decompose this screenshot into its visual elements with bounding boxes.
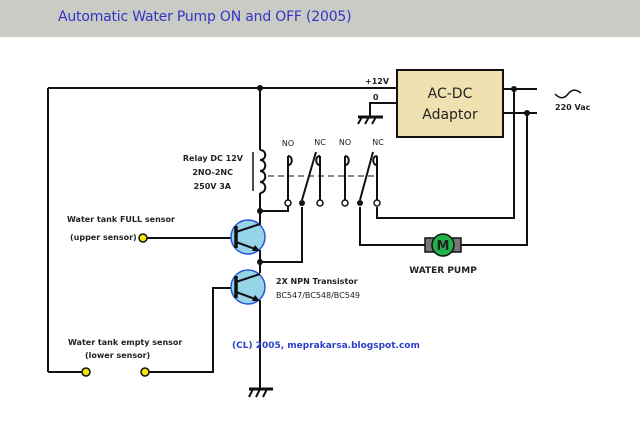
relay-contact-set-1 — [287, 151, 321, 201]
junction-dot — [524, 110, 530, 116]
ac-dc-adaptor — [396, 69, 504, 138]
wire-common2 — [359, 207, 425, 246]
transistor-label-line2: BC547/BC548/BC549 — [276, 291, 360, 300]
contact-label-nc2: NC — [372, 138, 384, 147]
water-pump-label: WATER PUMP — [409, 266, 477, 276]
upper-sensor-probe — [138, 233, 148, 243]
ac-voltage-label: 220 Vac — [555, 103, 591, 112]
lower-sensor-label-line2: (lower sensor) — [85, 351, 150, 360]
diagram-title: Automatic Water Pump ON and OFF (2005) — [58, 9, 352, 25]
wire-pump-right — [461, 113, 528, 246]
upper-sensor-label-line1: Water tank FULL sensor — [67, 215, 175, 224]
transistor-label-line1: 2X NPN Transistor — [276, 277, 358, 286]
contact-pivot — [299, 200, 305, 206]
adaptor-label-line2: Adaptor — [422, 107, 478, 123]
npn-transistor-2 — [230, 269, 266, 305]
junction-dot — [257, 259, 263, 265]
lower-sensor-label-line1: Water tank empty sensor — [68, 338, 182, 347]
wire-common1 — [260, 207, 303, 263]
contact-terminal — [316, 199, 324, 207]
wire-nc2 — [376, 89, 515, 219]
wire-no1 — [260, 206, 289, 212]
motor-letter: M — [437, 239, 450, 254]
relay-coil-icon — [259, 149, 267, 194]
npn-transistor-1 — [230, 219, 266, 255]
lower-sensor-probe-left — [81, 367, 91, 377]
ground-icon — [357, 115, 383, 125]
junction-dot — [257, 85, 263, 91]
contact-terminal — [373, 199, 381, 207]
contact-pivot — [357, 200, 363, 206]
ac-sine-icon — [554, 89, 582, 99]
plus-12v-label: +12V — [365, 77, 390, 86]
lower-sensor-probe-right — [140, 367, 150, 377]
relay-label-line2: 2NO-2NC — [192, 168, 233, 177]
relay-contact-set-2 — [344, 151, 378, 201]
zero-volt-label: 0 — [373, 93, 379, 102]
water-pump-motor — [424, 233, 462, 257]
junction-dot — [511, 86, 517, 92]
adaptor-label-line1: AC-DC — [428, 86, 473, 102]
credit-text: (CL) 2005, meprakarsa.blogspot.com — [232, 341, 420, 351]
relay-label-line3: 250V 3A — [194, 182, 232, 191]
contact-terminal — [284, 199, 292, 207]
wire-lower-sensor-right — [149, 287, 233, 373]
contact-label-no2: NO — [339, 138, 351, 147]
title-bar: Automatic Water Pump ON and OFF (2005) — [0, 0, 640, 37]
contact-label-no1: NO — [282, 139, 294, 148]
wire-0v — [369, 102, 398, 116]
contact-terminal — [341, 199, 349, 207]
upper-sensor-label-line2: (upper sensor) — [70, 233, 137, 242]
ground-icon — [248, 387, 273, 398]
relay-label-line1: Relay DC 12V — [183, 154, 244, 163]
contact-label-nc1: NC — [314, 138, 326, 147]
